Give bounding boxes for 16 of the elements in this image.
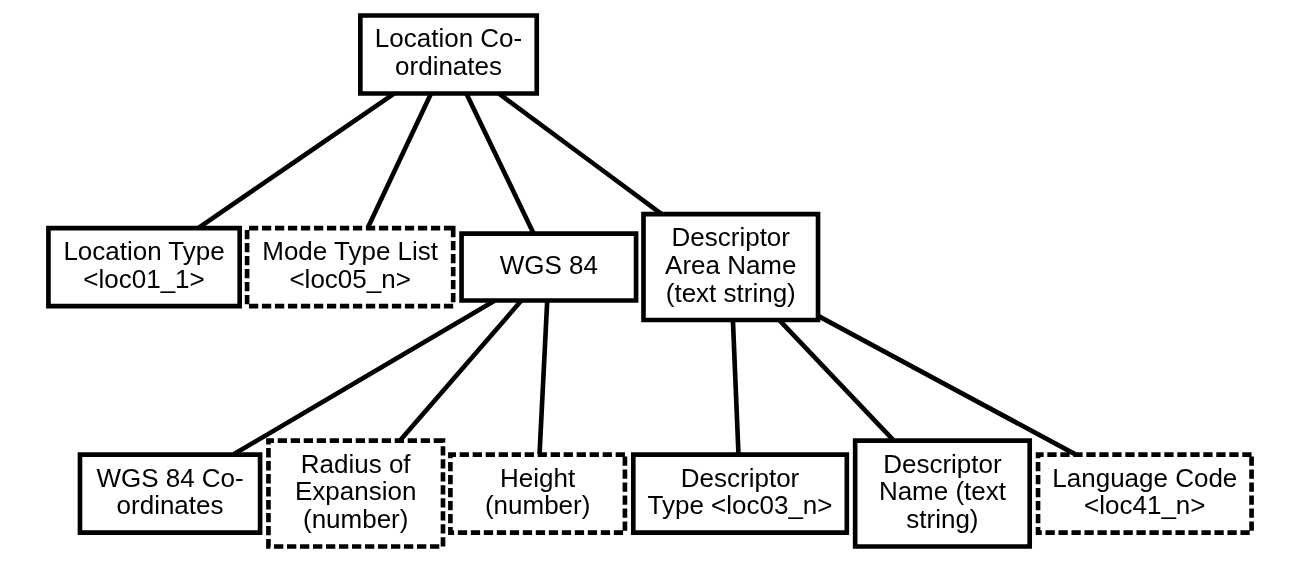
node-box: Descriptor Name (text string) — [852, 438, 1032, 549]
node-box: Descriptor Type <loc03_n> — [630, 452, 849, 535]
node-box: WGS 84 — [458, 231, 638, 303]
node-box: Radius of Expansion (number) — [265, 438, 445, 549]
connector — [463, 92, 535, 234]
node-box: Language Code <loc41_n> — [1035, 452, 1254, 535]
connector — [536, 300, 550, 455]
connector — [365, 92, 433, 229]
node-box: WGS 84 Co-ordinates — [77, 452, 262, 535]
node-box: Mode Type List <loc05_n> — [244, 225, 455, 309]
node-box: Location Co-ordinates — [357, 13, 539, 96]
node-box: Location Type <loc01_1> — [45, 225, 242, 309]
node-box: Height (number) — [447, 452, 627, 535]
connector — [730, 319, 741, 455]
node-box: Descriptor Area Name (text string) — [640, 211, 820, 323]
connector — [398, 299, 523, 442]
